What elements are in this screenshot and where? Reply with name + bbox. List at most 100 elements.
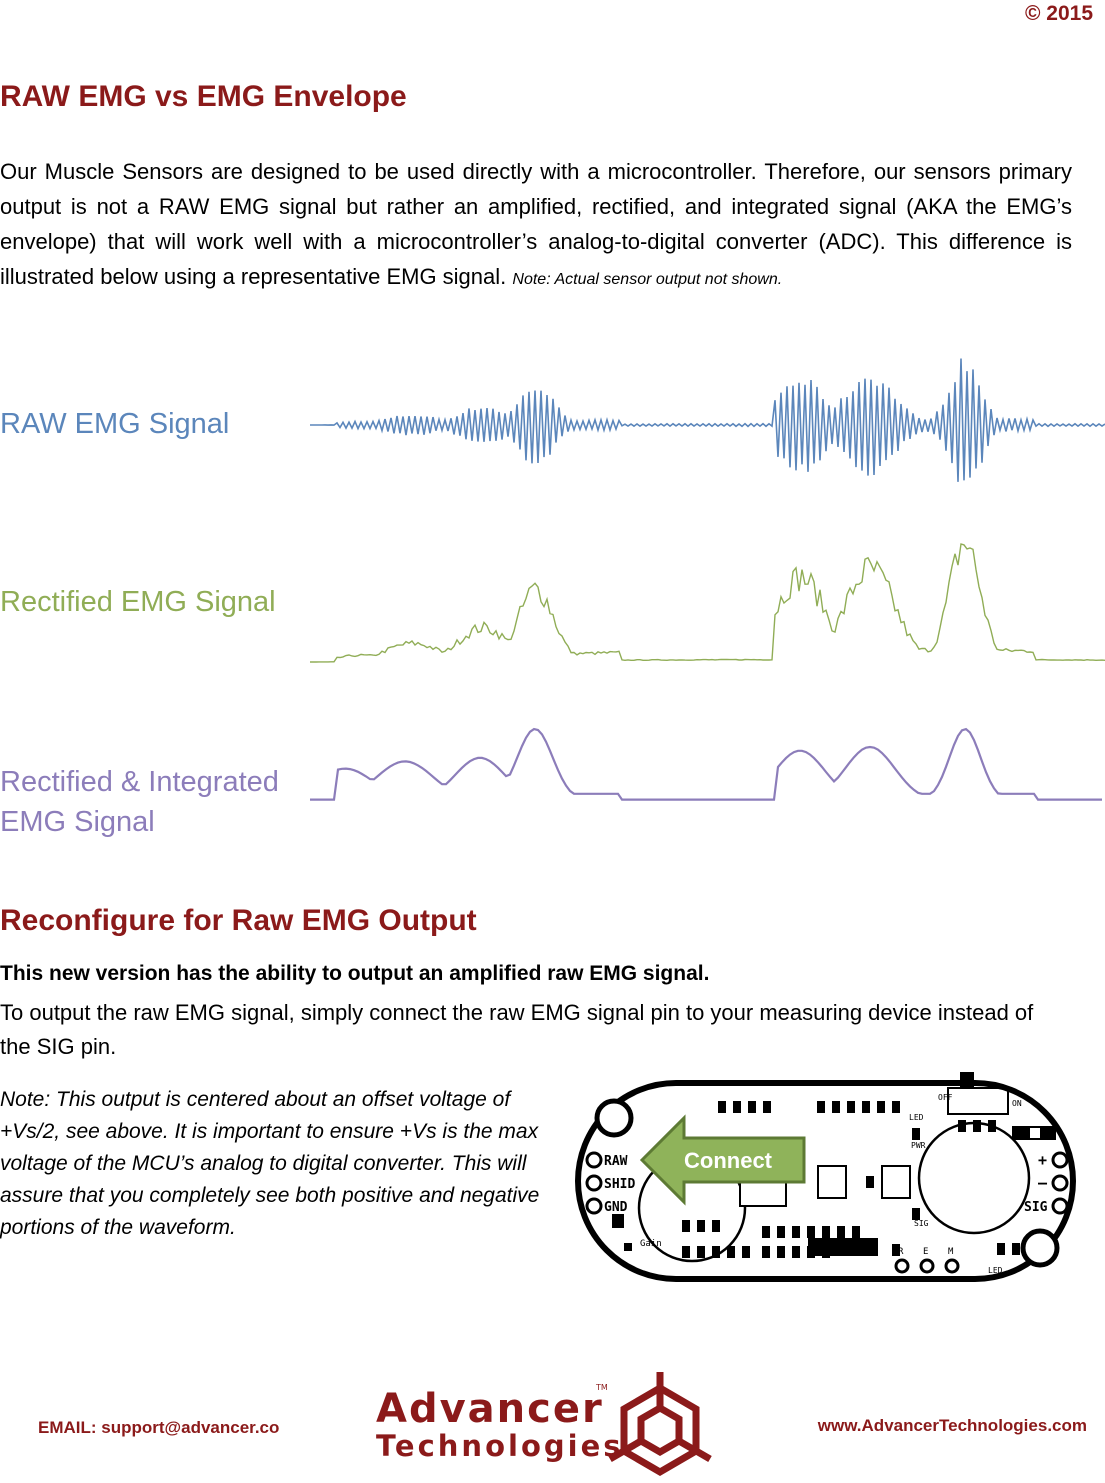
rectified-emg-trace bbox=[310, 543, 1105, 663]
raw-emg-label: RAW EMG Signal bbox=[0, 408, 230, 440]
smd-component bbox=[712, 1246, 720, 1258]
smd-component bbox=[777, 1246, 785, 1258]
sig-small-label: SIG bbox=[914, 1219, 929, 1228]
footer-website[interactable]: www.AdvancerTechnologies.com bbox=[817, 1416, 1087, 1435]
raw-pin-label: RAW bbox=[604, 1154, 628, 1169]
smd-component bbox=[718, 1101, 726, 1113]
logo-technologies: Technologies bbox=[376, 1429, 624, 1463]
rectified-emg-label: Rectified EMG Signal bbox=[0, 586, 276, 618]
logo-advancer: Advancer bbox=[376, 1386, 604, 1432]
r-label: R bbox=[898, 1247, 904, 1257]
section-title-raw-vs-envelope: RAW EMG vs EMG Envelope bbox=[0, 80, 407, 113]
smd-component bbox=[682, 1220, 690, 1232]
power-switch bbox=[947, 1087, 1009, 1115]
smd-component bbox=[727, 1246, 735, 1258]
mounting-hole-icon bbox=[594, 1098, 634, 1138]
integrated-label-line2: EMG Signal bbox=[0, 806, 155, 838]
smd-component bbox=[763, 1101, 771, 1113]
connect-arrow-icon bbox=[639, 1114, 806, 1206]
smd-component bbox=[847, 1101, 855, 1113]
offset-voltage-note: Note: This output is centered about an o… bbox=[0, 1088, 540, 1239]
r-pin[interactable] bbox=[894, 1258, 910, 1274]
smd-component bbox=[852, 1226, 860, 1238]
smd-component bbox=[877, 1101, 885, 1113]
integrated-emg-trace bbox=[310, 727, 1102, 801]
connect-label: Connect bbox=[684, 1148, 773, 1173]
raw-emg-waveform bbox=[310, 358, 1105, 482]
gain-label: Gain bbox=[640, 1239, 662, 1249]
switch-lever bbox=[960, 1072, 974, 1088]
smd-component bbox=[762, 1246, 770, 1258]
smd-component bbox=[1012, 1243, 1020, 1255]
led-label: LED bbox=[909, 1113, 924, 1122]
smd-component bbox=[837, 1226, 845, 1238]
smd-component bbox=[958, 1120, 966, 1132]
smd-component bbox=[862, 1101, 870, 1113]
smd-component bbox=[866, 1176, 874, 1188]
smd-component bbox=[808, 1238, 878, 1256]
sig-pin[interactable] bbox=[1051, 1197, 1069, 1215]
minus-pin-label: – bbox=[1038, 1174, 1048, 1192]
gnd-pin-label: GND bbox=[604, 1200, 628, 1215]
smd-component bbox=[832, 1101, 840, 1113]
advancer-logo: Advancer TM Technologies bbox=[376, 1372, 712, 1477]
raw-emg-trace bbox=[310, 358, 1105, 482]
plus-pin-label: + bbox=[1038, 1151, 1047, 1169]
m-pin[interactable] bbox=[944, 1258, 960, 1274]
smd-component bbox=[777, 1226, 785, 1238]
sig-pin-label: SIG bbox=[1024, 1200, 1048, 1215]
smd-component bbox=[742, 1246, 750, 1258]
smd-component bbox=[762, 1226, 770, 1238]
hexagon-logo-icon bbox=[608, 1372, 712, 1477]
ic-chip bbox=[881, 1165, 911, 1199]
shid-pin[interactable] bbox=[585, 1174, 603, 1192]
smd-component bbox=[792, 1246, 800, 1258]
logo-tm: TM bbox=[595, 1383, 608, 1392]
footer-email[interactable]: EMAIL: support@advancer.co bbox=[38, 1418, 280, 1437]
rectified-emg-waveform bbox=[310, 543, 1105, 663]
intro-text: Our Muscle Sensors are designed to be us… bbox=[0, 159, 1072, 289]
smd-component bbox=[912, 1128, 920, 1140]
smd-component bbox=[822, 1226, 830, 1238]
smd-component bbox=[892, 1244, 900, 1256]
on-label: ON bbox=[1012, 1099, 1022, 1108]
smd-component bbox=[624, 1243, 632, 1251]
integrated-label-line1: Rectified & Integrated bbox=[0, 766, 279, 798]
muscle-sensor-board: OFF ON RAW SHID GND + – SIG R E M LED PW… bbox=[575, 1072, 1076, 1282]
smd-component bbox=[697, 1246, 705, 1258]
smd-component bbox=[988, 1120, 996, 1132]
intro-paragraph: Our Muscle Sensors are designed to be us… bbox=[0, 154, 1072, 297]
smd-component bbox=[807, 1226, 815, 1238]
smd-component bbox=[792, 1226, 800, 1238]
smd-component bbox=[973, 1120, 981, 1132]
led2-label: LED bbox=[988, 1266, 1003, 1275]
plus-pin[interactable] bbox=[1051, 1151, 1069, 1169]
smd-component bbox=[892, 1101, 900, 1113]
smd-component bbox=[748, 1101, 756, 1113]
gnd-pin[interactable] bbox=[585, 1197, 603, 1215]
raw-output-instructions: To output the raw EMG signal, simply con… bbox=[0, 1000, 1034, 1059]
m-label: M bbox=[948, 1247, 954, 1257]
smd-component bbox=[817, 1101, 825, 1113]
smd-component bbox=[733, 1101, 741, 1113]
minus-pin[interactable] bbox=[1051, 1174, 1069, 1192]
integrated-emg-waveform bbox=[310, 727, 1102, 801]
component-block-mark bbox=[1030, 1128, 1040, 1138]
copyright: © 2015 bbox=[1024, 2, 1093, 25]
raw-pin[interactable] bbox=[585, 1151, 603, 1169]
intro-note: Note: Actual sensor output not shown. bbox=[512, 271, 783, 288]
raw-output-ability-text: This new version has the ability to outp… bbox=[0, 962, 710, 985]
smd-component bbox=[697, 1220, 705, 1232]
smd-component bbox=[997, 1243, 1005, 1255]
mounting-hole-icon bbox=[1020, 1228, 1060, 1268]
smd-component bbox=[682, 1246, 690, 1258]
off-label: OFF bbox=[938, 1093, 953, 1102]
smd-components bbox=[612, 1101, 1020, 1258]
e-label: E bbox=[923, 1247, 928, 1257]
smd-component bbox=[712, 1220, 720, 1232]
shid-pin-label: SHID bbox=[604, 1177, 635, 1192]
pwr-label: PWR bbox=[911, 1141, 926, 1150]
ic-chip bbox=[817, 1165, 847, 1199]
e-pin[interactable] bbox=[919, 1258, 935, 1274]
